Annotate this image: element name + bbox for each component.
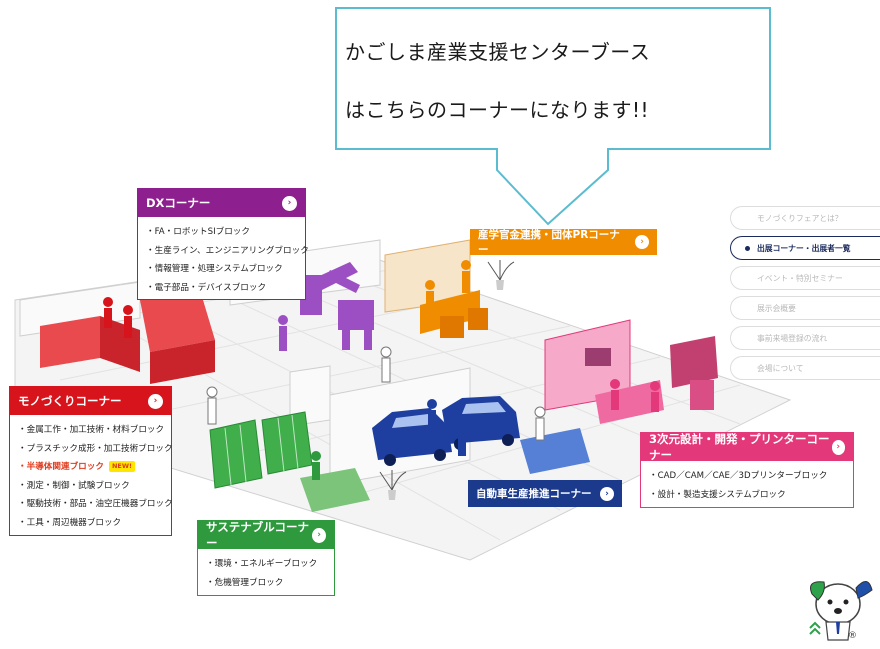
list-item[interactable]: 生産ライン、エンジニアリングブロック — [146, 242, 309, 261]
corner-sustainable: サステナブルコーナー › 環境・エネルギーブロック 危機管理ブロック — [197, 520, 335, 596]
corner-sustainable-title: サステナブルコーナー — [206, 520, 310, 550]
list-item[interactable]: 環境・エネルギーブロック — [206, 555, 326, 574]
list-item[interactable]: 金属工作・加工技術・材料ブロック — [18, 421, 165, 440]
corner-dx-title: DXコーナー — [146, 196, 211, 210]
list-item-label: 半導体関連ブロック — [26, 462, 104, 472]
corner-dx-list: FA・ロボットSIブロック 生産ライン、エンジニアリングブロック 情報管理・処理… — [138, 217, 309, 299]
chevron-right-icon[interactable]: › — [635, 235, 649, 249]
plant-pot — [496, 280, 504, 290]
corner-sustainable-list: 環境・エネルギーブロック 危機管理ブロック — [198, 549, 334, 594]
plants — [379, 260, 515, 491]
corner-monozukuri-title: モノづくりコーナー — [18, 394, 122, 408]
corner-monozukuri-header[interactable]: モノづくりコーナー › — [10, 387, 171, 415]
corner-dx: DXコーナー › FA・ロボットSIブロック 生産ライン、エンジニアリングブロッ… — [137, 188, 309, 300]
booth-automotive — [372, 396, 590, 474]
nav-label: 出展コーナー・出展者一覧 — [757, 243, 851, 253]
corner-design3d-title: 3次元設計・開発・プリンターコーナー — [649, 432, 830, 462]
list-item[interactable]: 危機管理ブロック — [206, 574, 326, 593]
chevron-right-icon[interactable]: › — [148, 393, 163, 409]
nav-item-registration[interactable]: 事前来場登録の流れ — [730, 326, 880, 350]
active-dot-icon — [745, 246, 750, 251]
list-item[interactable]: FA・ロボットSIブロック — [146, 223, 297, 242]
corner-design3d-header[interactable]: 3次元設計・開発・プリンターコーナー › — [641, 432, 853, 462]
nav-item-overview[interactable]: 展示会概要 — [730, 296, 880, 320]
list-item-highlight[interactable]: 半導体関連ブロック NEW! — [18, 458, 163, 477]
callout-text-line2: はこちらのコーナーになります!! — [345, 98, 650, 122]
chevron-right-icon[interactable]: › — [831, 439, 845, 455]
corner-design3d-list: CAD／CAM／CAE／3Dプリンターブロック 設計・製造支援システムブロック — [641, 461, 853, 506]
new-badge: NEW! — [108, 461, 135, 472]
corner-automotive[interactable]: 自動車生産推進コーナー › — [468, 480, 622, 507]
nav-label: モノづくりフェアとは？ — [757, 213, 843, 223]
callout-bubble — [335, 7, 771, 226]
scroll-top-chevrons-icon[interactable] — [809, 621, 821, 635]
list-item[interactable]: プラスチック成形・加工技術ブロック — [18, 440, 173, 459]
list-item[interactable]: 情報管理・処理システムブロック — [146, 260, 297, 279]
nav-label: 展示会概要 — [757, 303, 796, 313]
nav-item-venue[interactable]: 会場について — [730, 356, 880, 380]
booth-sangaku — [384, 239, 488, 338]
visitor-figures — [206, 346, 546, 441]
corner-automotive-title: 自動車生産推進コーナー — [476, 488, 592, 500]
booth-design3d — [544, 319, 718, 424]
nav-item-events[interactable]: イベント・特別セミナー — [730, 266, 880, 290]
corner-sangaku-title: 産学官金連携・団体PRコーナー — [478, 229, 620, 256]
nav-label: 事前来場登録の流れ — [757, 333, 828, 343]
mascot-character — [810, 581, 873, 641]
nav-item-exhibitors[interactable]: 出展コーナー・出展者一覧 — [730, 236, 880, 260]
corner-sustainable-header[interactable]: サステナブルコーナー › — [198, 520, 334, 550]
side-navigation: モノづくりフェアとは？ 出展コーナー・出展者一覧 イベント・特別セミナー 展示会… — [730, 206, 880, 386]
nav-item-about[interactable]: モノづくりフェアとは？ — [730, 206, 880, 230]
corner-monozukuri-list: 金属工作・加工技術・材料ブロック プラスチック成形・加工技術ブロック 半導体関連… — [10, 415, 173, 534]
callout-text-line1: かごしま産業支援センターブース — [345, 40, 651, 64]
corner-monozukuri: モノづくりコーナー › 金属工作・加工技術・材料ブロック プラスチック成形・加工… — [9, 386, 173, 536]
mascot-registered-mark: ® — [848, 631, 857, 641]
list-item[interactable]: 駆動技術・部品・油空圧機器ブロック — [18, 495, 173, 514]
corner-sangaku[interactable]: 産学官金連携・団体PRコーナー › — [470, 229, 657, 256]
list-item[interactable]: 測定・制御・試験ブロック — [18, 477, 163, 496]
booth-monozukuri — [40, 290, 215, 384]
list-item[interactable]: 設計・製造支援システムブロック — [649, 486, 845, 505]
chevron-right-icon[interactable]: › — [312, 527, 326, 543]
nav-label: 会場について — [757, 363, 804, 373]
list-item[interactable]: CAD／CAM／CAE／3Dプリンターブロック — [649, 467, 845, 486]
chevron-right-icon[interactable]: › — [600, 486, 614, 501]
booth-sustainable — [209, 411, 370, 512]
chevron-right-icon[interactable]: › — [282, 195, 297, 211]
corner-dx-header[interactable]: DXコーナー › — [138, 189, 305, 217]
list-item[interactable]: 電子部品・デバイスブロック — [146, 279, 297, 298]
corner-design3d: 3次元設計・開発・プリンターコーナー › CAD／CAM／CAE／3Dプリンター… — [640, 432, 854, 508]
booth-dx — [278, 262, 374, 351]
list-item[interactable]: 工具・周辺機器ブロック — [18, 514, 163, 533]
nav-label: イベント・特別セミナー — [757, 273, 843, 283]
plant-pot-2 — [388, 490, 396, 500]
